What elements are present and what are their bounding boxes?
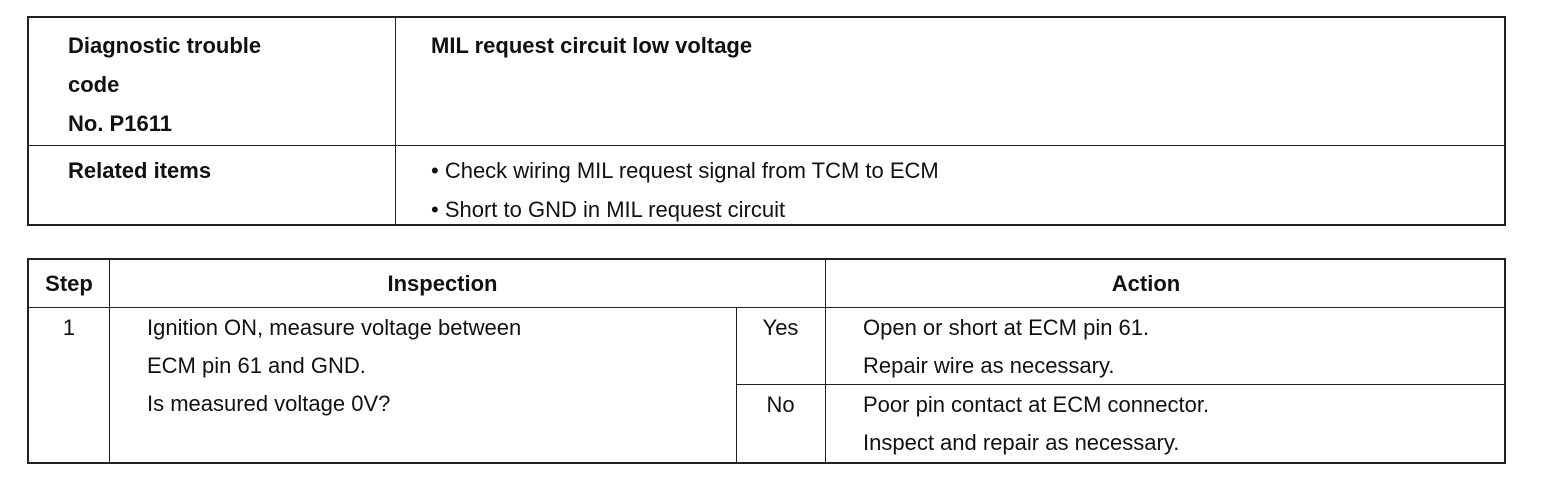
row-divider [29, 145, 1504, 146]
inspection-line: Is measured voltage 0V? [147, 391, 391, 416]
related-items-list: • Check wiring MIL request signal from T… [431, 151, 939, 229]
related-item: • Short to GND in MIL request circuit [431, 197, 786, 222]
dtc-label-line: No. P1611 [68, 111, 172, 136]
inspection-line: ECM pin 61 and GND. [147, 353, 366, 378]
header-inspection: Inspection [387, 271, 498, 296]
column-divider [395, 18, 396, 224]
action-line: Inspect and repair as necessary. [863, 430, 1180, 455]
inspection-line: Ignition ON, measure voltage between [147, 315, 522, 340]
action-line: Repair wire as necessary. [863, 353, 1115, 378]
related-items-label: Related items [68, 158, 212, 183]
answer-no: No [766, 392, 795, 417]
outcome-divider [736, 384, 1504, 385]
header-step: Step [45, 271, 93, 296]
related-item: • Check wiring MIL request signal from T… [431, 158, 939, 183]
header-divider [29, 307, 1504, 308]
header-action: Action [1111, 271, 1181, 296]
dtc-label-line: Diagnostic trouble [68, 33, 262, 58]
dtc-info-table: Diagnostic trouble code No. P1611 MIL re… [27, 16, 1506, 226]
action-column-divider [825, 260, 826, 462]
action-yes: Open or short at ECM pin 61. Repair wire… [863, 309, 1149, 385]
inspection-text: Ignition ON, measure voltage between ECM… [147, 309, 521, 423]
action-line: Open or short at ECM pin 61. [863, 315, 1150, 340]
dtc-label-line: code [68, 72, 120, 97]
dtc-description: MIL request circuit low voltage [431, 33, 753, 58]
step-column-divider [109, 260, 110, 462]
action-line: Poor pin contact at ECM connector. [863, 392, 1210, 417]
inspection-step-table: Step Inspection Action 1 Ignition ON, me… [27, 258, 1506, 464]
step-number: 1 [62, 315, 76, 340]
action-no: Poor pin contact at ECM connector. Inspe… [863, 386, 1209, 462]
answer-yes: Yes [762, 315, 799, 340]
dtc-label: Diagnostic trouble code No. P1611 [68, 26, 261, 143]
